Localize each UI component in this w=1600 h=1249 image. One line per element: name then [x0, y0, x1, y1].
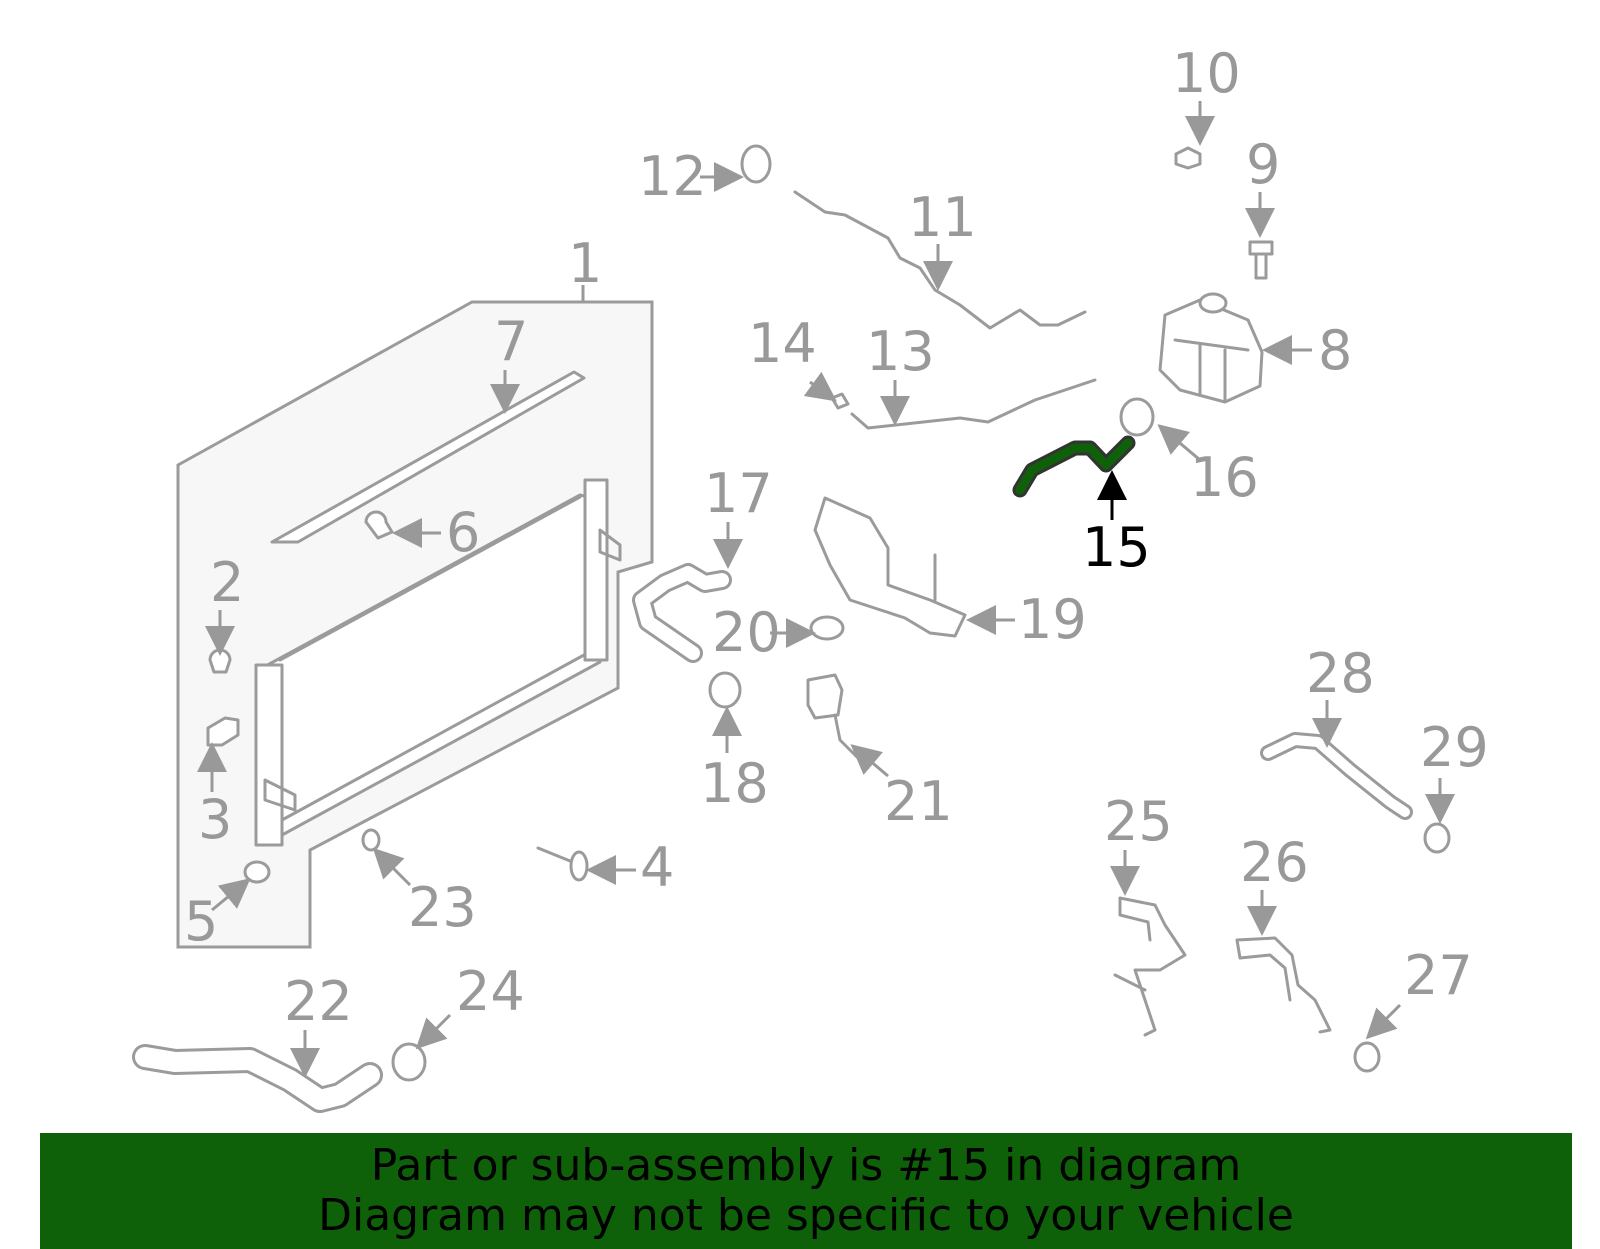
clamp-20 — [809, 615, 845, 641]
clamp-24 — [391, 1042, 427, 1082]
clamp-12 — [740, 144, 772, 184]
callout-28: 28 — [1306, 642, 1375, 705]
leader-lines — [197, 101, 1455, 1078]
clip-6 — [364, 510, 394, 540]
callout-2: 2 — [210, 551, 244, 614]
callout-labels: 1 2 3 4 5 6 7 8 9 10 11 12 13 14 15 16 1… — [184, 42, 1489, 1033]
callout-26: 26 — [1240, 831, 1309, 894]
clamp-18 — [708, 671, 742, 709]
o-ring-23 — [361, 828, 381, 852]
cap-5 — [243, 860, 271, 884]
callout-23: 23 — [408, 876, 477, 939]
callout-17: 17 — [704, 462, 773, 525]
callout-16: 16 — [1190, 446, 1259, 509]
radiator — [254, 478, 622, 847]
banner-line-1: Part or sub-assembly is #15 in diagram — [370, 1140, 1242, 1191]
hose-15-fill — [1015, 438, 1133, 495]
callout-25: 25 — [1104, 790, 1173, 853]
clamp-16 — [1119, 397, 1155, 437]
callout-18: 18 — [700, 752, 769, 815]
callout-8: 8 — [1318, 319, 1352, 382]
callout-20: 20 — [712, 601, 781, 664]
callout-29: 29 — [1420, 716, 1489, 779]
seal-strip — [270, 370, 586, 544]
callout-15: 15 — [1082, 516, 1151, 579]
clamp-27 — [1353, 1041, 1381, 1073]
pipe-25 — [1113, 896, 1187, 1037]
bolt-9 — [1248, 240, 1274, 280]
callout-22: 22 — [284, 970, 353, 1033]
callout-9: 9 — [1246, 133, 1280, 196]
callout-14: 14 — [748, 312, 817, 375]
clamp-29 — [1423, 822, 1451, 854]
callout-27: 27 — [1404, 944, 1473, 1007]
callout-11: 11 — [908, 186, 977, 249]
callout-12: 12 — [638, 145, 707, 208]
callout-1: 1 — [568, 232, 602, 295]
pump-21 — [806, 673, 862, 762]
callout-19: 19 — [1018, 588, 1087, 651]
info-banner: Part or sub-assembly is #15 in diagram D… — [40, 1133, 1572, 1249]
clip-14 — [830, 392, 850, 410]
callout-21: 21 — [884, 770, 953, 833]
callout-3: 3 — [198, 788, 232, 851]
callout-10: 10 — [1172, 42, 1241, 105]
callout-5: 5 — [184, 890, 218, 953]
hose-13 — [850, 378, 1097, 430]
hose-28-inner — [1263, 735, 1410, 817]
callout-24: 24 — [456, 960, 525, 1023]
pipe-26 — [1235, 936, 1332, 1034]
bracket-19 — [813, 496, 967, 638]
grommet-2 — [208, 648, 232, 674]
hose-22-inner — [135, 1047, 380, 1110]
bolt-4 — [536, 846, 589, 882]
callout-13: 13 — [866, 320, 935, 383]
hose-17-inner — [635, 566, 729, 660]
nut-10 — [1174, 146, 1202, 170]
callout-4: 4 — [640, 836, 674, 899]
callout-6: 6 — [446, 501, 480, 564]
banner-line-2: Diagram may not be specific to your vehi… — [318, 1190, 1294, 1241]
coolant-reservoir — [1158, 292, 1264, 404]
callout-7: 7 — [494, 310, 528, 373]
